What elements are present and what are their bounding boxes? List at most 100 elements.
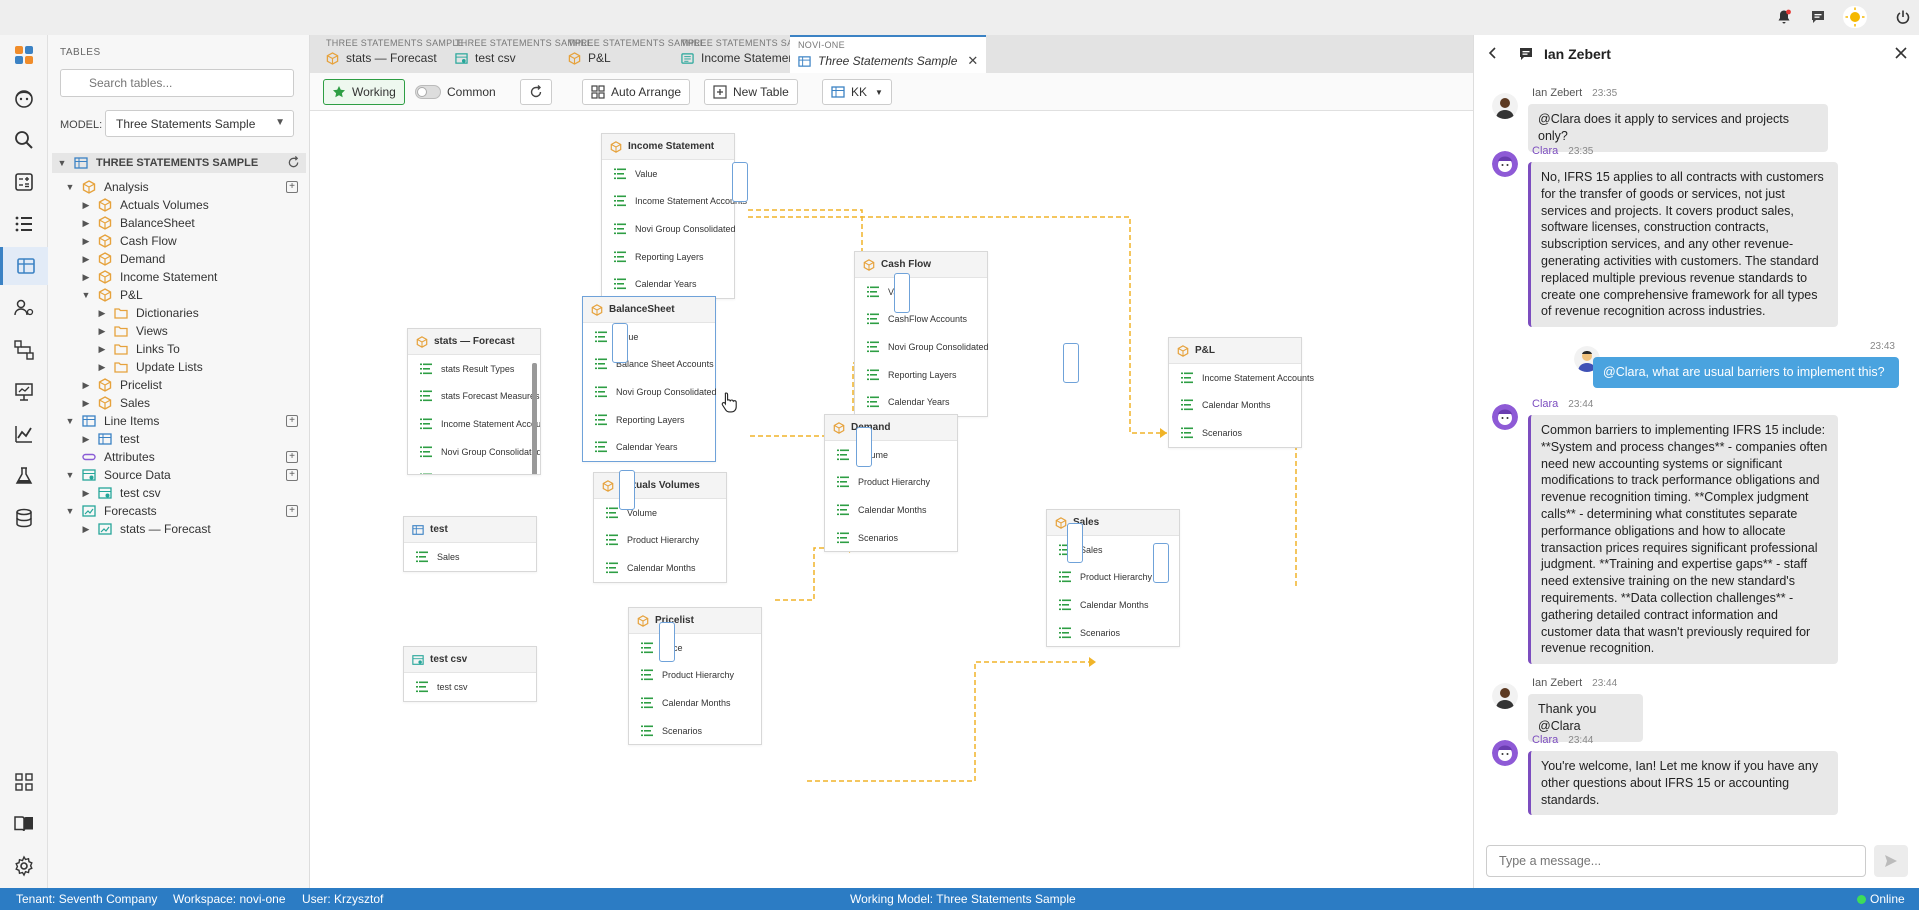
- table-node-row[interactable]: Value: [602, 160, 734, 188]
- tree-item[interactable]: ▼Analysis+: [64, 176, 304, 198]
- connector-port[interactable]: [856, 427, 872, 467]
- tree-item[interactable]: ▶Views: [96, 320, 304, 342]
- close-icon[interactable]: [1894, 46, 1908, 63]
- assistant-face-icon[interactable]: [0, 79, 48, 117]
- add-icon[interactable]: +: [286, 181, 298, 193]
- users-settings-icon[interactable]: [0, 289, 48, 327]
- table-node-balance-sheet[interactable]: BalanceSheetValueBalance Sheet AccountsN…: [582, 296, 717, 462]
- table-node-row[interactable]: Calendar Months: [825, 496, 957, 524]
- power-icon[interactable]: [1895, 9, 1911, 25]
- table-node-row[interactable]: stats Forecast Measures: [408, 383, 540, 411]
- tree-item[interactable]: ▶BalanceSheet: [80, 212, 304, 234]
- table-node-row[interactable]: Product Hierarchy: [629, 662, 761, 690]
- connector-port[interactable]: [1067, 523, 1083, 563]
- table-node-row[interactable]: Novi Group Consolidated: [408, 438, 540, 466]
- refresh-button[interactable]: [520, 79, 552, 105]
- table-node-row[interactable]: stats Result Types: [408, 355, 540, 383]
- tree-item[interactable]: ▶Links To: [96, 338, 304, 360]
- chevron-right-icon[interactable]: ▶: [98, 325, 106, 336]
- table-node-header[interactable]: P&L: [1169, 338, 1301, 364]
- connector-port[interactable]: [659, 622, 675, 662]
- chevron-right-icon[interactable]: ▶: [82, 217, 90, 228]
- table-node-header[interactable]: stats — Forecast: [408, 329, 540, 355]
- table-node-row[interactable]: Income Statement Accounts: [408, 410, 540, 438]
- chevron-down-icon[interactable]: ▼: [65, 470, 75, 480]
- table-node-row[interactable]: Scenarios: [1047, 619, 1179, 647]
- back-arrow-icon[interactable]: [1486, 46, 1500, 63]
- theme-sun-icon[interactable]: [1843, 6, 1867, 28]
- chevron-right-icon[interactable]: ▶: [98, 343, 106, 354]
- table-node-header[interactable]: Cash Flow: [855, 252, 987, 278]
- send-button[interactable]: [1874, 845, 1908, 877]
- search-icon[interactable]: [0, 121, 48, 159]
- table-node-row[interactable]: Sales: [1047, 536, 1179, 564]
- chevron-right-icon[interactable]: ▶: [82, 487, 90, 498]
- presentation-icon[interactable]: [0, 373, 48, 411]
- table-node-row[interactable]: Price: [629, 634, 761, 662]
- table-node-header[interactable]: Income Statement: [602, 134, 734, 160]
- add-icon[interactable]: +: [286, 415, 298, 427]
- table-node-row[interactable]: Scenarios: [1169, 419, 1301, 447]
- connector-port[interactable]: [619, 470, 635, 510]
- table-node-header[interactable]: BalanceSheet: [583, 297, 715, 323]
- chevron-right-icon[interactable]: ▶: [82, 199, 90, 210]
- table-node-row[interactable]: Sales: [404, 543, 536, 571]
- table-node-row[interactable]: Calendar Years: [583, 433, 715, 461]
- table-node-row[interactable]: CashFlow Accounts: [855, 306, 987, 334]
- chevron-down-icon[interactable]: ▼: [81, 290, 91, 300]
- table-node-header[interactable]: test csv: [404, 647, 536, 673]
- table-node-row[interactable]: Calendar Years: [602, 270, 734, 298]
- tree-item[interactable]: ▶Update Lists: [96, 356, 304, 378]
- search-tables-input[interactable]: [60, 69, 294, 97]
- tree-item[interactable]: ▶stats — Forecast: [80, 518, 304, 540]
- chevron-down-icon[interactable]: ▼: [65, 182, 75, 192]
- tree-item[interactable]: ▶Sales: [80, 392, 304, 414]
- table-node-header[interactable]: Demand: [825, 415, 957, 441]
- tree-item[interactable]: ▶Demand: [80, 248, 304, 270]
- common-toggle[interactable]: [415, 85, 441, 99]
- calculator-icon[interactable]: [0, 163, 48, 201]
- table-node-row[interactable]: Product Hierarchy: [825, 469, 957, 497]
- notification-bell-icon[interactable]: [1776, 9, 1792, 25]
- connector-port[interactable]: [894, 273, 910, 313]
- table-node-row[interactable]: Reporting Layers: [602, 243, 734, 271]
- tree-item[interactable]: ▼Source Data+: [64, 464, 304, 486]
- connector-port[interactable]: [612, 323, 628, 363]
- database-icon[interactable]: [0, 499, 48, 537]
- chevron-right-icon[interactable]: ▶: [98, 361, 106, 372]
- table-node-row[interactable]: Novi Group Consolidated: [855, 333, 989, 361]
- table-node-row[interactable]: Calendar Months: [629, 689, 761, 717]
- auto-arrange-button[interactable]: Auto Arrange: [582, 79, 691, 105]
- tree-item[interactable]: ▶test csv: [80, 482, 304, 504]
- analytics-chart-icon[interactable]: [0, 415, 48, 453]
- tree-item[interactable]: ▶Cash Flow: [80, 230, 304, 252]
- table-node-row[interactable]: Balance Sheet Accounts: [583, 351, 715, 379]
- working-button[interactable]: Working: [323, 79, 405, 105]
- model-tree-header[interactable]: [52, 153, 306, 173]
- model-select[interactable]: Three Statements Sample ▼: [105, 110, 294, 137]
- tree-item[interactable]: Attributes+: [64, 446, 304, 468]
- chevron-down-icon[interactable]: ▼: [65, 506, 75, 516]
- close-icon[interactable]: ✕: [967, 53, 979, 68]
- add-icon[interactable]: +: [286, 469, 298, 481]
- connector-port[interactable]: [1063, 343, 1079, 383]
- table-node-row[interactable]: Volume: [594, 499, 726, 527]
- tree-item[interactable]: ▶Dictionaries: [96, 302, 304, 324]
- table-node-pricelist[interactable]: PricelistPriceProduct HierarchyCalendar …: [628, 607, 762, 746]
- table-node-row[interactable]: Calendar Years: [855, 388, 987, 416]
- app-logo-icon[interactable]: [0, 36, 48, 74]
- tree-item[interactable]: ▼Line Items+: [64, 410, 304, 432]
- table-node-row[interactable]: Scenarios: [825, 524, 957, 552]
- tree-item[interactable]: ▶Income Statement: [80, 266, 304, 288]
- settings-gear-icon[interactable]: [0, 847, 48, 885]
- table-node-header[interactable]: Pricelist: [629, 608, 761, 634]
- workflow-icon[interactable]: [0, 331, 48, 369]
- table-node-row[interactable]: Product Hierarchy: [1047, 564, 1179, 592]
